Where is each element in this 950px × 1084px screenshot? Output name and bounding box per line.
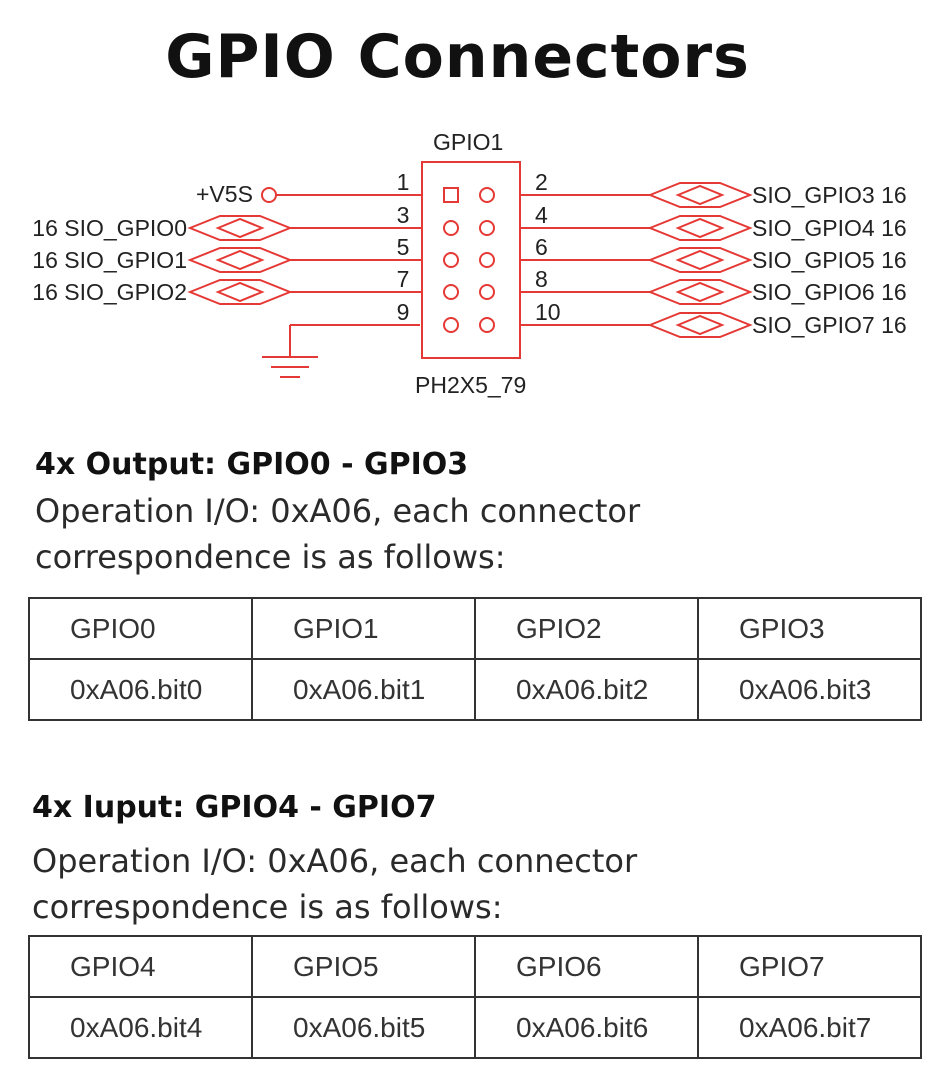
port-diamond	[215, 249, 265, 271]
pin-square	[443, 187, 459, 203]
port-diamond	[675, 281, 725, 303]
output-desc-line-2: correspondence is as follows:	[35, 538, 506, 576]
table-header-cell: GPIO3	[697, 597, 922, 660]
right-signal-label: SIO_GPIO5 16	[752, 247, 907, 273]
output-desc-line-1: Operation I/O: 0xA06, each connector	[35, 492, 641, 530]
connector-label: GPIO1	[433, 129, 503, 155]
table-header-cell: GPIO1	[251, 597, 476, 660]
pin-number: 4	[535, 202, 548, 228]
pin-circle	[443, 252, 459, 268]
pin-number: 1	[397, 169, 410, 195]
pin-grid	[443, 187, 495, 333]
input-section-description: Operation I/O: 0xA06, each connector cor…	[32, 838, 912, 930]
power-pin-icon	[261, 187, 277, 203]
part-label: PH2X5_79	[415, 372, 526, 398]
input-desc-line-1: Operation I/O: 0xA06, each connector	[32, 842, 638, 880]
pin-circle	[443, 220, 459, 236]
pin-number: 2	[535, 169, 548, 195]
table-cell: 0xA06.bit4	[28, 996, 253, 1059]
port-diamond	[675, 184, 725, 206]
right-signal-label: SIO_GPIO6 16	[752, 279, 907, 305]
port-diamond	[675, 314, 725, 336]
table-cell: 0xA06.bit3	[697, 658, 922, 721]
right-signal-label: SIO_GPIO7 16	[752, 312, 907, 338]
table-row: GPIO4 GPIO5 GPIO6 GPIO7	[28, 935, 922, 998]
right-signal-label: SIO_GPIO3 16	[752, 182, 907, 208]
output-section-heading: 4x Output: GPIO0 - GPIO3	[35, 447, 469, 482]
table-row: 0xA06.bit0 0xA06.bit1 0xA06.bit2 0xA06.b…	[28, 658, 922, 721]
page-title: GPIO Connectors	[165, 22, 750, 92]
table-cell: 0xA06.bit0	[28, 658, 253, 721]
table-cell: 0xA06.bit1	[251, 658, 476, 721]
port-diamond	[675, 217, 725, 239]
output-section-description: Operation I/O: 0xA06, each connector cor…	[35, 488, 915, 580]
connector-body	[421, 161, 521, 359]
table-header-cell: GPIO7	[697, 935, 922, 998]
pin-number: 6	[535, 234, 548, 260]
gpio-schematic: GPIO1 PH2X5_79 +V5S 1 3 5 7 9 2 4 6 8 10 16 SIO_G…	[32, 129, 907, 398]
pin-number: 5	[397, 234, 410, 260]
pin-number: 8	[535, 266, 548, 292]
ground-icon	[262, 324, 420, 378]
port-icon	[187, 215, 293, 241]
port-diamond	[215, 217, 265, 239]
left-signal-label: 16 SIO_GPIO2	[32, 279, 187, 305]
port-icon	[647, 312, 753, 338]
left-signal-label: 16 SIO_GPIO0	[32, 215, 187, 241]
right-signal-label: SIO_GPIO4 16	[752, 215, 907, 241]
input-section-heading: 4x Iuput: GPIO4 - GPIO7	[32, 790, 437, 825]
port-icon	[647, 215, 753, 241]
pin-circle	[479, 220, 495, 236]
port-icon	[647, 279, 753, 305]
table-header-cell: GPIO6	[474, 935, 699, 998]
table-cell: 0xA06.bit6	[474, 996, 699, 1059]
input-desc-line-2: correspondence is as follows:	[32, 888, 503, 926]
table-header-cell: GPIO5	[251, 935, 476, 998]
table-header-cell: GPIO0	[28, 597, 253, 660]
pin-number: 7	[397, 266, 410, 292]
table-row: 0xA06.bit4 0xA06.bit5 0xA06.bit6 0xA06.b…	[28, 996, 922, 1059]
pin-number: 10	[535, 299, 561, 325]
port-icon	[647, 182, 753, 208]
table-row: GPIO0 GPIO1 GPIO2 GPIO3	[28, 597, 922, 660]
pin-circle	[443, 317, 459, 333]
pin-circle	[479, 187, 495, 203]
pin-number: 3	[397, 202, 410, 228]
pin-circle	[479, 317, 495, 333]
table-cell: 0xA06.bit7	[697, 996, 922, 1059]
table-cell: 0xA06.bit2	[474, 658, 699, 721]
left-signal-label: 16 SIO_GPIO1	[32, 247, 187, 273]
power-label: +V5S	[196, 181, 253, 207]
port-diamond	[215, 281, 265, 303]
pin-circle	[443, 284, 459, 300]
pin-circle	[479, 284, 495, 300]
port-diamond	[675, 249, 725, 271]
port-icon	[187, 279, 293, 305]
output-gpio-table: GPIO0 GPIO1 GPIO2 GPIO3 0xA06.bit0 0xA06…	[28, 597, 922, 721]
port-icon	[187, 247, 293, 273]
input-gpio-table: GPIO4 GPIO5 GPIO6 GPIO7 0xA06.bit4 0xA06…	[28, 935, 922, 1059]
table-cell: 0xA06.bit5	[251, 996, 476, 1059]
table-header-cell: GPIO2	[474, 597, 699, 660]
port-icon	[647, 247, 753, 273]
pin-circle	[479, 252, 495, 268]
pin-number: 9	[397, 299, 410, 325]
table-header-cell: GPIO4	[28, 935, 253, 998]
